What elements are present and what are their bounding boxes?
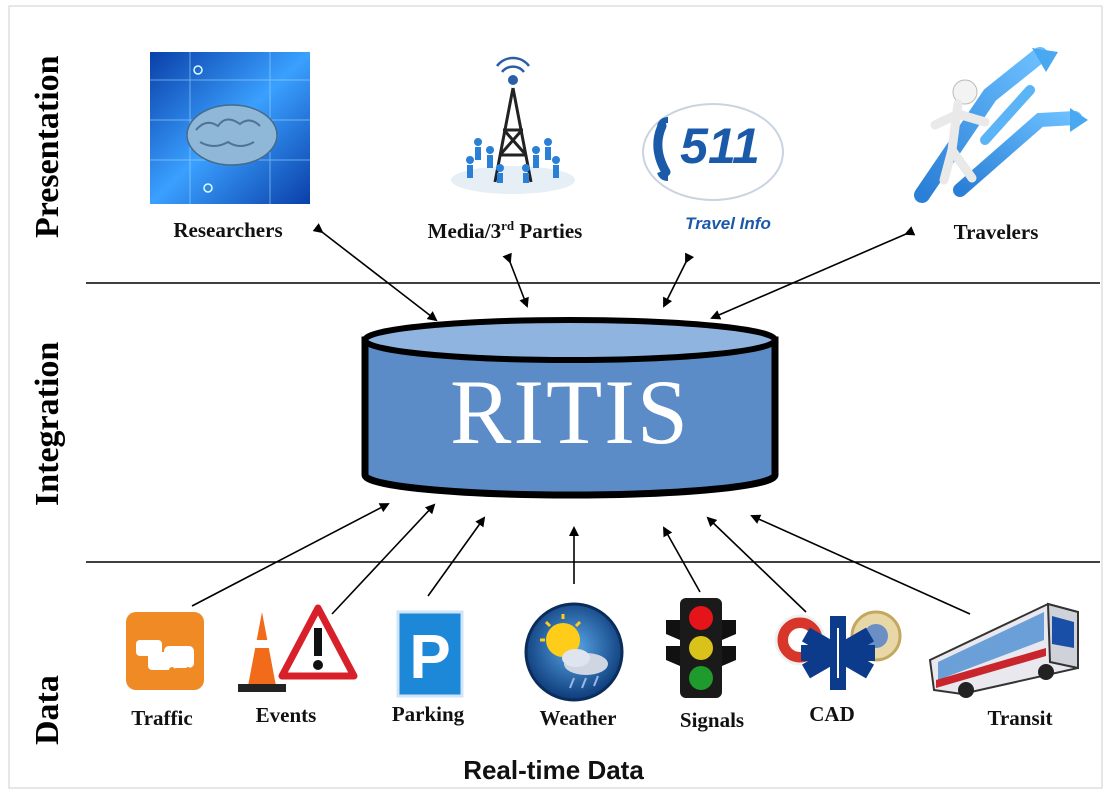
label-travelers: Travelers xyxy=(953,220,1039,244)
ritis-database xyxy=(361,317,779,499)
cone-warning-icon xyxy=(238,604,358,692)
arrows-presentation xyxy=(312,223,916,322)
emergency-badges-icon xyxy=(774,610,902,690)
footer-label: Real-time Data xyxy=(463,755,644,785)
label-events: Events xyxy=(255,703,317,727)
ritis-title: RITIS xyxy=(450,361,690,463)
511-logo-icon xyxy=(642,103,784,201)
parking-icon: P xyxy=(396,610,464,698)
511-logo-sublabel: Travel Info xyxy=(685,214,771,233)
arrow-511-ritis xyxy=(663,252,695,308)
frame-border xyxy=(8,5,1103,789)
label-signals: Signals xyxy=(679,708,745,732)
ritis-cylinder-body xyxy=(361,336,779,499)
layer-label-presentation: Presentation xyxy=(29,55,66,238)
traveler-arrows-icon xyxy=(914,47,1088,203)
label-media: Media/3rd Parties xyxy=(427,218,583,243)
label-media-text: Media/3 xyxy=(427,219,502,243)
arrow-media-ritis xyxy=(502,252,529,308)
broadcast-tower-icon xyxy=(451,56,575,194)
arrow-parking-ritis xyxy=(427,516,486,597)
511-logo-number: 511 xyxy=(680,118,760,174)
arrow-transit-ritis xyxy=(750,514,971,615)
label-weather: Weather xyxy=(539,706,617,730)
bus-icon xyxy=(928,602,1079,698)
arrow-travelers-ritis xyxy=(710,226,916,320)
label-researchers: Researchers xyxy=(173,218,283,242)
brain-icon xyxy=(150,52,310,204)
ritis-cylinder-top xyxy=(362,317,778,363)
arrow-researchers-ritis xyxy=(312,223,438,322)
weather-icon xyxy=(524,602,624,702)
layer-label-integration: Integration xyxy=(29,341,66,506)
arrow-signals-ritis xyxy=(663,526,701,593)
arrow-events-ritis xyxy=(331,503,436,615)
label-cad: CAD xyxy=(809,702,855,726)
label-parking: Parking xyxy=(391,702,465,726)
arrow-cad-ritis xyxy=(706,516,807,613)
traffic-light-icon xyxy=(666,598,736,698)
layer-label-data: Data xyxy=(29,675,66,745)
svg-text:P: P xyxy=(409,623,450,692)
label-transit: Transit xyxy=(987,706,1053,730)
label-traffic: Traffic xyxy=(131,706,193,730)
arrows-data xyxy=(191,503,971,615)
arrow-traffic-ritis xyxy=(191,503,390,607)
traffic-icon xyxy=(126,612,204,690)
